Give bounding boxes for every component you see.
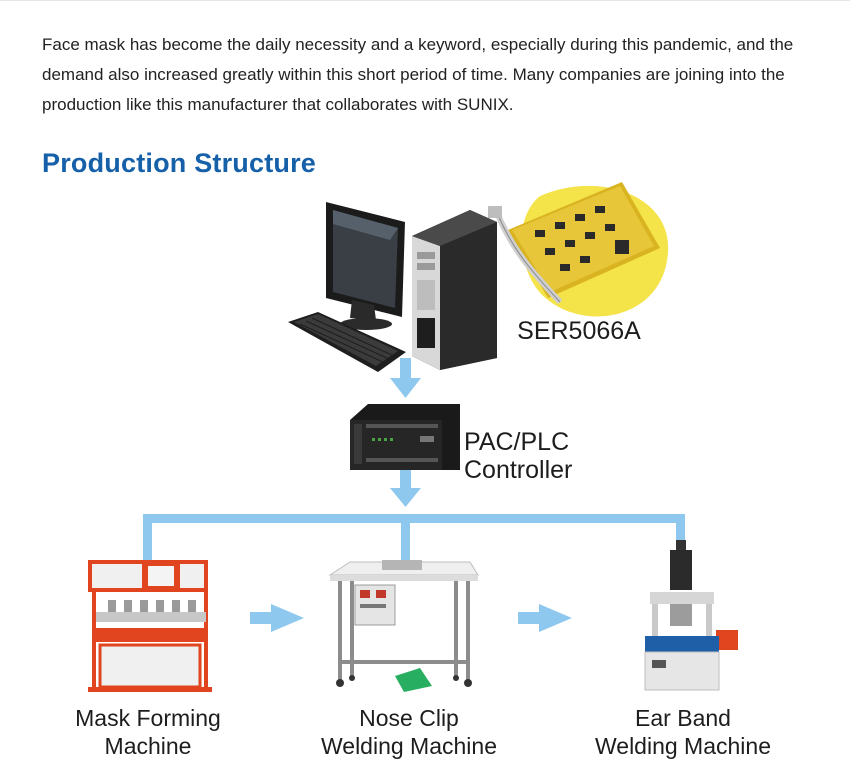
keyboard-icon bbox=[288, 312, 406, 372]
mask-forming-machine-label: Mask Forming Machine bbox=[58, 704, 238, 760]
plc-controller-icon bbox=[350, 404, 460, 470]
ear-band-label-line2: Welding Machine bbox=[594, 733, 771, 759]
ser5066a-card-icon bbox=[488, 182, 669, 317]
mask-forming-machine-icon bbox=[88, 560, 212, 692]
top-divider bbox=[0, 0, 850, 1]
intro-paragraph: Face mask has become the daily necessity… bbox=[42, 35, 794, 114]
pc-tower-icon bbox=[412, 210, 497, 370]
nose-clip-label-line2: Welding Machine bbox=[320, 733, 497, 759]
nose-clip-welding-machine-label: Nose Clip Welding Machine bbox=[314, 704, 504, 760]
ear-band-welding-machine-icon bbox=[644, 540, 738, 691]
ser5066a-label: SER5066A bbox=[517, 317, 641, 345]
pac-plc-controller-label: PAC/PLC Controller bbox=[464, 428, 573, 484]
section-title: Production Structure bbox=[42, 148, 317, 178]
ear-band-label-line1: Ear Band bbox=[635, 705, 731, 731]
connector-lines bbox=[143, 358, 685, 632]
monitor-icon bbox=[326, 202, 405, 330]
nose-clip-label-line1: Nose Clip bbox=[359, 705, 459, 731]
mask-forming-label-line1: Mask Forming bbox=[75, 705, 221, 731]
mask-forming-label-line2: Machine bbox=[104, 733, 192, 759]
nose-clip-welding-machine-icon bbox=[328, 560, 479, 692]
ear-band-welding-machine-label: Ear Band Welding Machine bbox=[588, 704, 778, 760]
